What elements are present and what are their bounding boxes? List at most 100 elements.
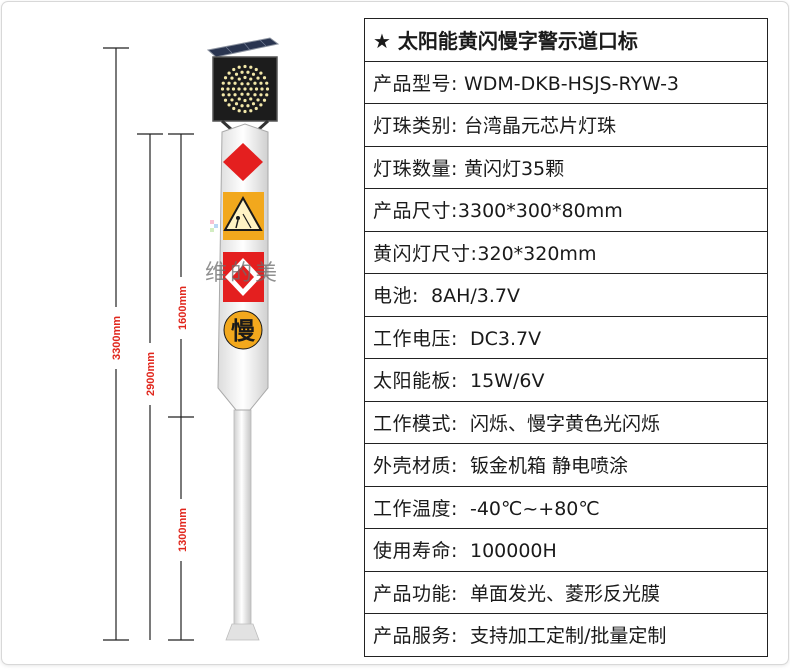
led-dot bbox=[221, 93, 225, 97]
spec-label: 产品型号: bbox=[373, 72, 458, 95]
led-dot bbox=[243, 87, 247, 91]
spec-cell: 产品服务: 支持加工定制/批量定制 bbox=[364, 613, 768, 657]
led-dot bbox=[246, 92, 250, 96]
spec-cell: 太阳能板: 15W/6V bbox=[364, 358, 768, 402]
spec-row: 电池: 8AH/3.7V bbox=[364, 273, 768, 317]
spec-row: 工作电压: DC3.7V bbox=[364, 315, 768, 359]
spec-row: 使用寿命: 100000H bbox=[364, 528, 768, 572]
led-dot bbox=[237, 87, 241, 91]
led-dot bbox=[260, 87, 264, 91]
led-dot bbox=[246, 82, 250, 86]
spec-cell: 产品功能: 单面发光、菱形反光膜 bbox=[364, 570, 768, 614]
spec-row: 外壳材质: 钣金机箱 静电喷涂 bbox=[364, 443, 768, 487]
led-dot bbox=[232, 106, 236, 111]
led-dot bbox=[249, 77, 253, 81]
led-dot bbox=[232, 67, 236, 72]
led-dot bbox=[249, 97, 253, 101]
led-dot bbox=[254, 67, 258, 72]
spec-title-row: ★ 太阳能黄闪慢字警示道口标 bbox=[364, 18, 768, 62]
led-dot bbox=[249, 87, 253, 91]
led-dot bbox=[256, 98, 260, 102]
pole bbox=[233, 409, 252, 633]
led-dot bbox=[237, 65, 241, 69]
led-dot bbox=[254, 106, 258, 111]
spec-row: 产品型号: WDM-DKB-HSJS-RYW-3 bbox=[364, 60, 768, 104]
led-dot bbox=[262, 98, 267, 102]
spec-row: 产品尺寸:3300*300*80mm bbox=[364, 188, 768, 232]
led-dot bbox=[249, 109, 253, 113]
led-dot bbox=[262, 76, 267, 80]
led-dot bbox=[249, 65, 253, 69]
led-dot bbox=[240, 104, 244, 108]
led-dots bbox=[220, 64, 270, 114]
product-illustration: 慢 3300mm 2900mm 1600mm 1300mm 维的美 bbox=[0, 0, 365, 666]
red-diamond-inner bbox=[232, 265, 254, 289]
spec-label: 工作温度: bbox=[373, 497, 458, 520]
led-dot bbox=[253, 81, 257, 85]
slow-char: 慢 bbox=[231, 317, 256, 345]
spec-label: 灯珠数量: bbox=[373, 157, 458, 180]
spec-label: 工作电压: bbox=[373, 327, 458, 350]
led-dot bbox=[259, 81, 263, 85]
led-dot bbox=[237, 109, 241, 113]
led-dot bbox=[227, 93, 231, 97]
spec-value: 黄闪灯35颗 bbox=[457, 157, 565, 180]
led-dot bbox=[259, 103, 263, 107]
led-dot bbox=[243, 98, 247, 103]
led-dot bbox=[243, 64, 247, 69]
spec-value: 支持加工定制/批量定制 bbox=[457, 625, 667, 648]
led-dot bbox=[243, 75, 247, 80]
solar-panel bbox=[206, 37, 280, 58]
spec-value: 100000H bbox=[457, 540, 557, 563]
spec-label: 产品尺寸: bbox=[373, 200, 458, 223]
led-dot bbox=[237, 77, 241, 81]
spec-row: 灯珠数量: 黄闪灯35颗 bbox=[364, 145, 768, 189]
dim-label-total: 3300mm bbox=[111, 307, 123, 369]
spec-label: 使用寿命: bbox=[373, 540, 458, 563]
led-dot bbox=[227, 71, 231, 75]
led-dot bbox=[220, 87, 225, 91]
spec-cell: 产品尺寸:3300*300*80mm bbox=[364, 188, 768, 232]
led-dot bbox=[265, 93, 269, 97]
led-dot bbox=[251, 102, 256, 106]
dim-label-pole: 1300mm bbox=[177, 499, 189, 561]
dimension-line-panel bbox=[168, 133, 194, 641]
spec-label: 太阳能板: bbox=[373, 370, 458, 393]
led-dot bbox=[230, 98, 234, 102]
led-dot bbox=[240, 82, 244, 86]
led-dot bbox=[240, 70, 244, 74]
led-dot bbox=[226, 87, 230, 91]
spec-row: 黄闪灯尺寸:320*320mm bbox=[364, 230, 768, 274]
spec-cell: 工作电压: DC3.7V bbox=[364, 315, 768, 359]
spec-value: 3300*300*80mm bbox=[457, 200, 623, 223]
spec-value: -40℃~+80℃ bbox=[457, 497, 600, 520]
led-dot bbox=[243, 109, 247, 114]
dim-label-panel: 1600mm bbox=[177, 277, 189, 339]
led-dot bbox=[265, 87, 270, 91]
led-dot bbox=[230, 76, 234, 80]
spec-row: 工作温度: -40℃~+80℃ bbox=[364, 485, 768, 529]
product-drawing: 慢 bbox=[103, 37, 280, 641]
watermark-text: 维的美 bbox=[205, 261, 281, 286]
spec-value: 闪烁、慢字黄色光闪烁 bbox=[457, 412, 660, 435]
led-dot bbox=[246, 104, 250, 108]
spec-label: 黄闪灯尺寸: bbox=[373, 242, 478, 265]
led-dot bbox=[223, 98, 228, 102]
led-dot bbox=[237, 97, 241, 101]
led-dot bbox=[259, 71, 263, 75]
spec-cell: 使用寿命: 100000H bbox=[364, 528, 768, 572]
spec-cell: 外壳材质: 钣金机箱 静电喷涂 bbox=[364, 443, 768, 487]
led-dot bbox=[240, 92, 244, 96]
spec-cell: 灯珠类别: 台湾晶元芯片灯珠 bbox=[364, 103, 768, 147]
led-dot bbox=[227, 103, 231, 107]
led-dot bbox=[251, 72, 256, 76]
led-dot bbox=[234, 102, 239, 106]
spec-cell: 工作温度: -40℃~+80℃ bbox=[364, 485, 768, 529]
spec-value: 320*320mm bbox=[477, 242, 597, 265]
spec-value: 单面发光、菱形反光膜 bbox=[457, 582, 660, 605]
spec-title: ★ 太阳能黄闪慢字警示道口标 bbox=[364, 18, 768, 62]
led-dot bbox=[234, 72, 239, 76]
spec-row: 产品功能: 单面发光、菱形反光膜 bbox=[364, 570, 768, 614]
spec-cell: 黄闪灯尺寸:320*320mm bbox=[364, 230, 768, 274]
